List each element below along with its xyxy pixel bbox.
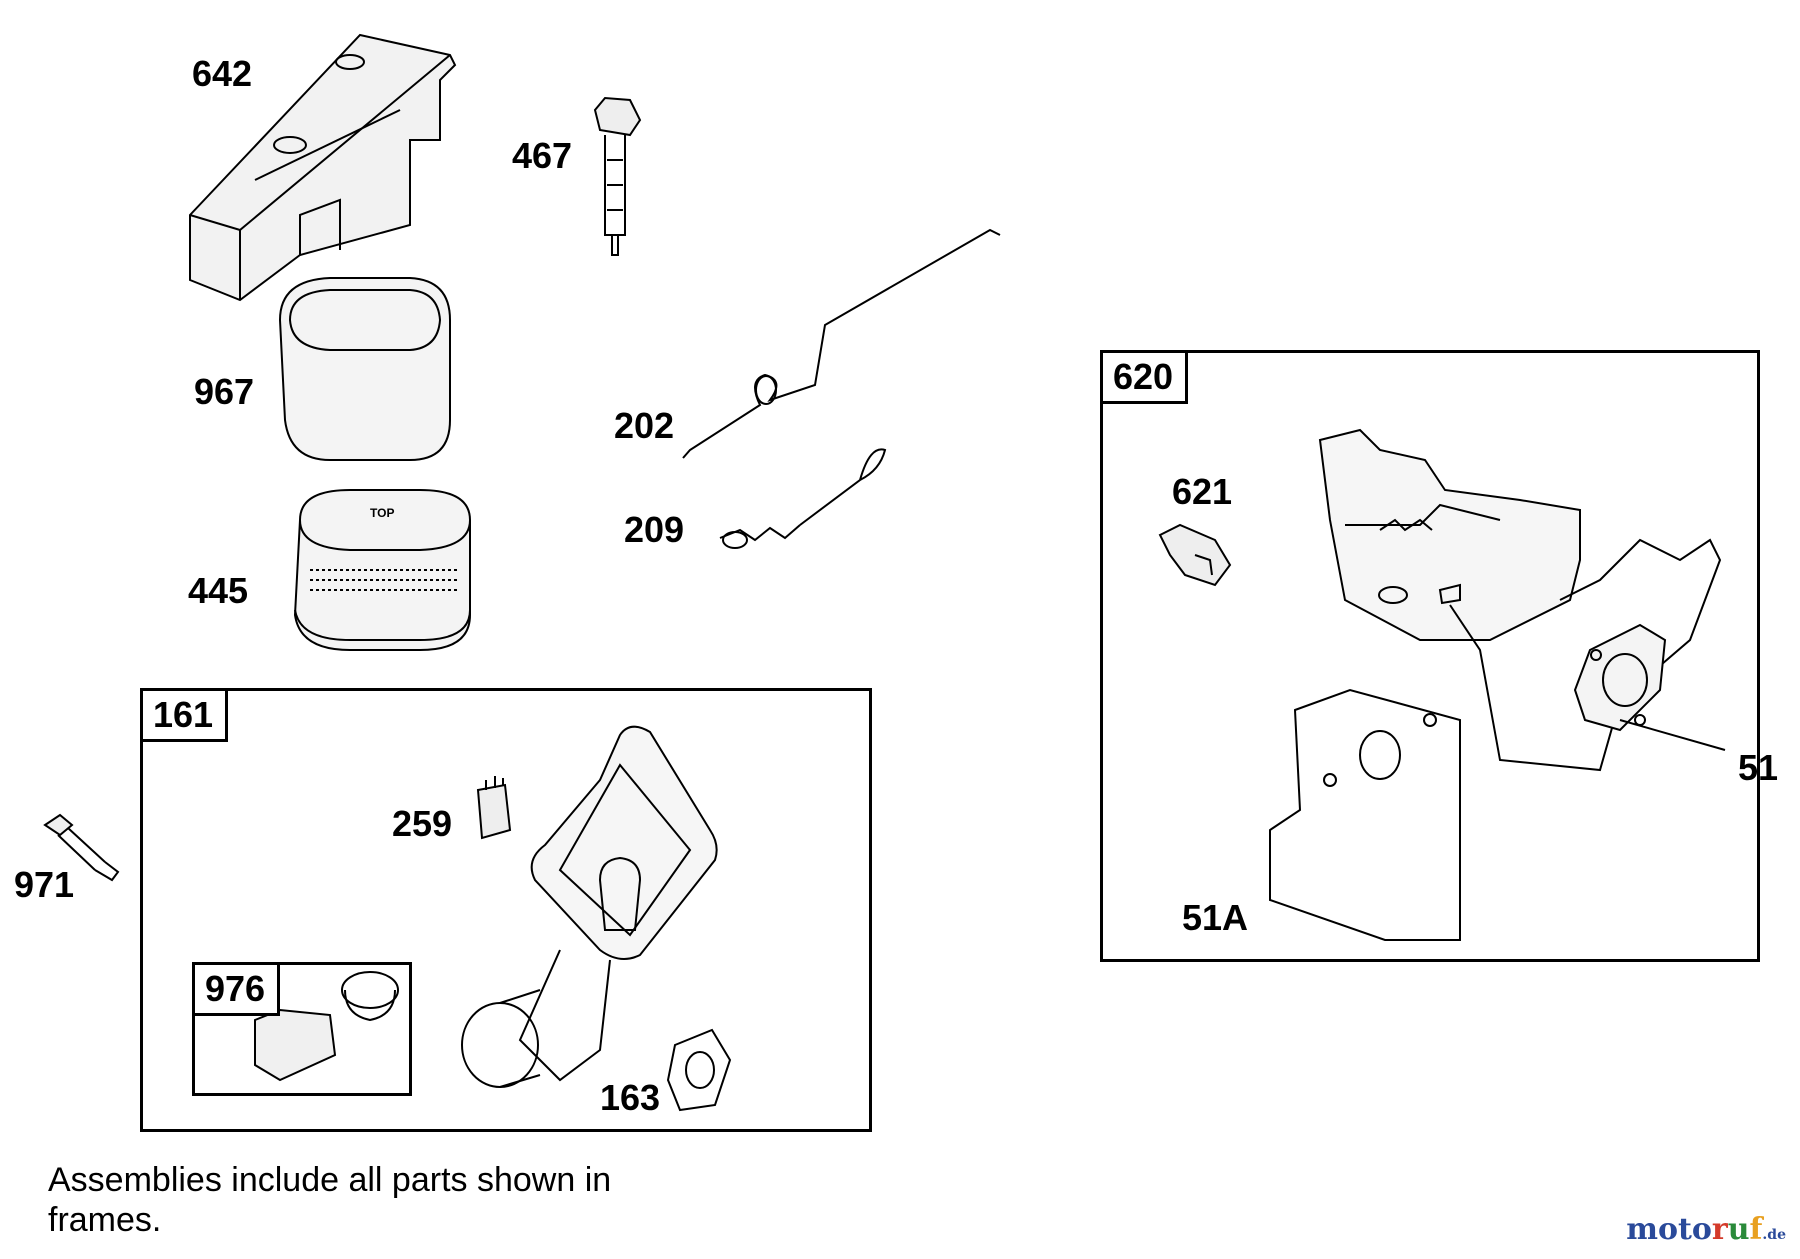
watermark-part-4: f <box>1749 1212 1763 1247</box>
frame-976: 976 <box>192 962 412 1096</box>
frame-161: 161 <box>140 688 872 1132</box>
part-976 <box>255 972 398 1080</box>
assembly-note: Assemblies include all parts shown in fr… <box>48 1160 611 1240</box>
frame-620: 620 <box>1100 350 1760 962</box>
watermark-part-5: .de <box>1762 1227 1786 1243</box>
label-209: 209 <box>624 509 685 550</box>
label-51a: 51A <box>1182 897 1249 938</box>
part-163-gasket <box>668 1030 730 1110</box>
part-971-screw <box>45 815 118 880</box>
part-621 <box>1160 525 1230 585</box>
frame-161-tag: 161 <box>143 691 229 742</box>
assembly-note-line2: frames. <box>48 1201 162 1239</box>
part-161-base <box>462 727 717 1087</box>
label-202: 202 <box>614 405 675 446</box>
part-259 <box>478 776 510 838</box>
filter-top-mark: TOP <box>370 506 395 520</box>
watermark-part-3: u <box>1727 1212 1750 1247</box>
watermark-part-1: moto <box>1626 1212 1712 1247</box>
label-445: 445 <box>188 570 249 611</box>
watermark-part-2: r <box>1711 1212 1728 1247</box>
part-467-dipstick <box>595 98 640 255</box>
part-51-gasket <box>1575 625 1725 750</box>
watermark-logo: motoruf.de <box>1626 1212 1786 1247</box>
frame-620-tag: 620 <box>1103 353 1189 404</box>
label-163: 163 <box>600 1077 661 1118</box>
frame-976-tag: 976 <box>195 965 281 1016</box>
part-967-precleaner <box>280 278 450 460</box>
part-51a-spacer <box>1270 690 1460 940</box>
label-642: 642 <box>192 53 253 94</box>
part-209-spring <box>720 449 885 548</box>
part-642-cover <box>190 35 455 300</box>
part-202-link <box>683 230 1000 458</box>
label-621: 621 <box>1172 471 1233 512</box>
part-620-control <box>1320 430 1720 770</box>
label-467: 467 <box>512 135 573 176</box>
label-259: 259 <box>392 803 453 844</box>
part-445-filter <box>295 490 470 650</box>
label-967: 967 <box>194 371 255 412</box>
assembly-note-line1: Assemblies include all parts shown in <box>48 1161 612 1199</box>
label-971: 971 <box>14 864 75 905</box>
